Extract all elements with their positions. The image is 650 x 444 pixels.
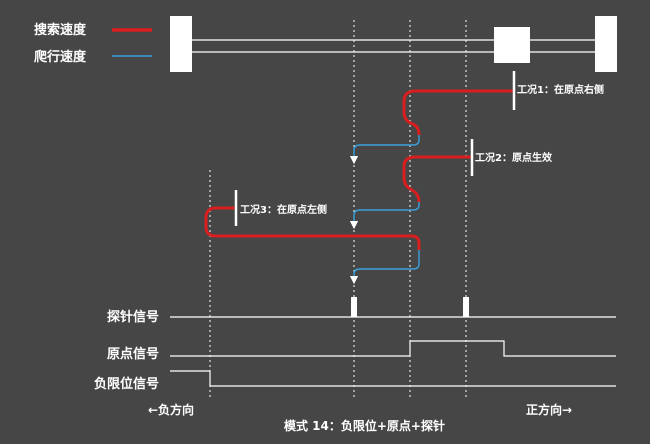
- legend-creep-label: 爬行速度: [33, 49, 87, 65]
- condition-2-label: 工况2：原点生效: [475, 151, 553, 164]
- axis-rail: [170, 16, 617, 72]
- probe-pulse-1: [351, 297, 357, 317]
- negative-direction-label: ←负方向: [148, 402, 194, 417]
- home-signal-waveform: [170, 340, 616, 357]
- left-limit-block: [170, 16, 192, 72]
- mode-caption: 模式 14：负限位+原点+探针: [284, 418, 445, 433]
- condition-3-label: 工况3：在原点左侧: [240, 203, 327, 216]
- probe-signal-label: 探针信号: [107, 309, 159, 325]
- right-limit-block: [595, 16, 617, 72]
- probe-pulse-2: [463, 297, 469, 317]
- condition-1-trajectory: [349, 71, 516, 165]
- condition-2-trajectory: [349, 139, 474, 230]
- positive-direction-label: 正方向→: [526, 402, 572, 417]
- condition-1-label: 工况1：在原点右侧: [517, 83, 604, 96]
- neg-limit-signal-label: 负限位信号: [94, 376, 159, 392]
- neg-limit-waveform: [170, 370, 616, 387]
- condition-3-trajectory: [204, 190, 421, 285]
- home-sensor-block: [494, 27, 530, 63]
- reference-lines: [209, 20, 467, 398]
- home-signal-label: 原点信号: [107, 346, 159, 362]
- legend-search-label: 搜索速度: [34, 22, 87, 38]
